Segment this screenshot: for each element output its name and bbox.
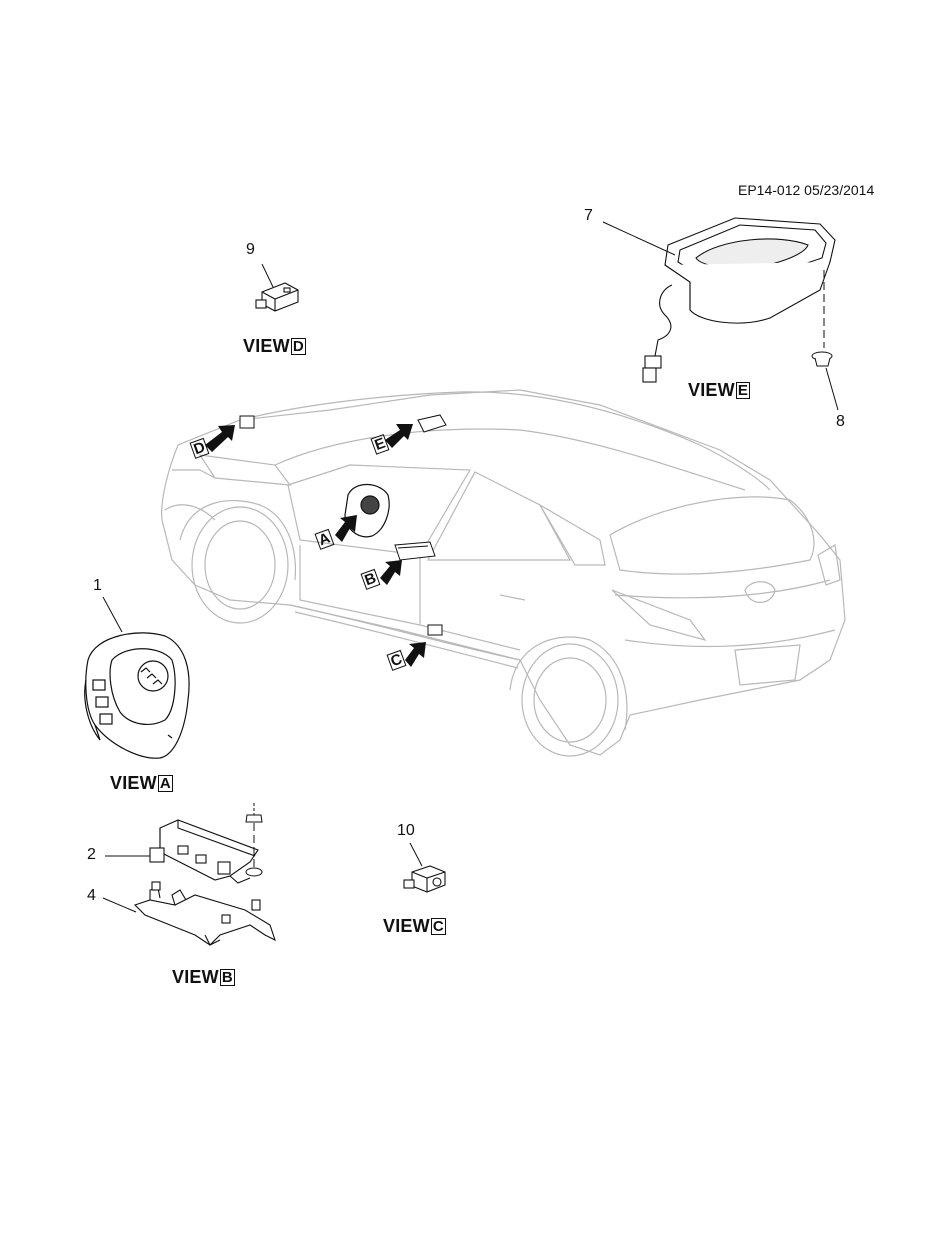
arrow-a <box>335 515 357 542</box>
callout-8: 8 <box>836 413 845 430</box>
leader-9 <box>261 263 274 288</box>
control-module-location <box>394 541 436 561</box>
callout-9: 9 <box>246 241 255 258</box>
callout-7: 7 <box>584 207 593 224</box>
view-a-letter: A <box>157 775 173 792</box>
view-c-letter: C <box>430 918 446 935</box>
part-2-control-module <box>149 819 259 884</box>
airbag-location-steering <box>344 483 390 538</box>
arrow-c <box>405 642 426 667</box>
arrow-b <box>380 560 402 585</box>
car-illustration <box>161 389 846 757</box>
part-7-airbag <box>642 217 836 383</box>
bolt-nut <box>245 803 263 877</box>
part-9-sensor <box>255 282 299 312</box>
leader-1 <box>102 596 123 633</box>
part-10-sensor <box>403 865 446 893</box>
leader-8 <box>825 367 839 411</box>
callout-2: 2 <box>87 846 96 863</box>
view-b-letter: B <box>219 969 235 986</box>
part-8-clip <box>811 351 833 367</box>
callout-4: 4 <box>87 887 96 904</box>
callout-10: 10 <box>397 822 415 839</box>
arrow-e <box>385 424 413 448</box>
sensor-location-c <box>427 624 443 636</box>
document-id: EP14-012 05/23/2014 <box>738 182 875 198</box>
view-e-letter: E <box>735 382 751 399</box>
leader-10 <box>409 842 423 867</box>
leader-4 <box>102 897 137 913</box>
roof-airbag-location-e <box>417 414 447 433</box>
part-4-bracket <box>133 881 276 946</box>
part-1-steering-airbag <box>84 632 190 759</box>
leader-7 <box>602 221 676 256</box>
arrow-d <box>205 425 235 452</box>
view-d-letter: D <box>290 338 306 355</box>
sensor-location-d <box>239 415 255 429</box>
callout-1: 1 <box>93 577 102 594</box>
